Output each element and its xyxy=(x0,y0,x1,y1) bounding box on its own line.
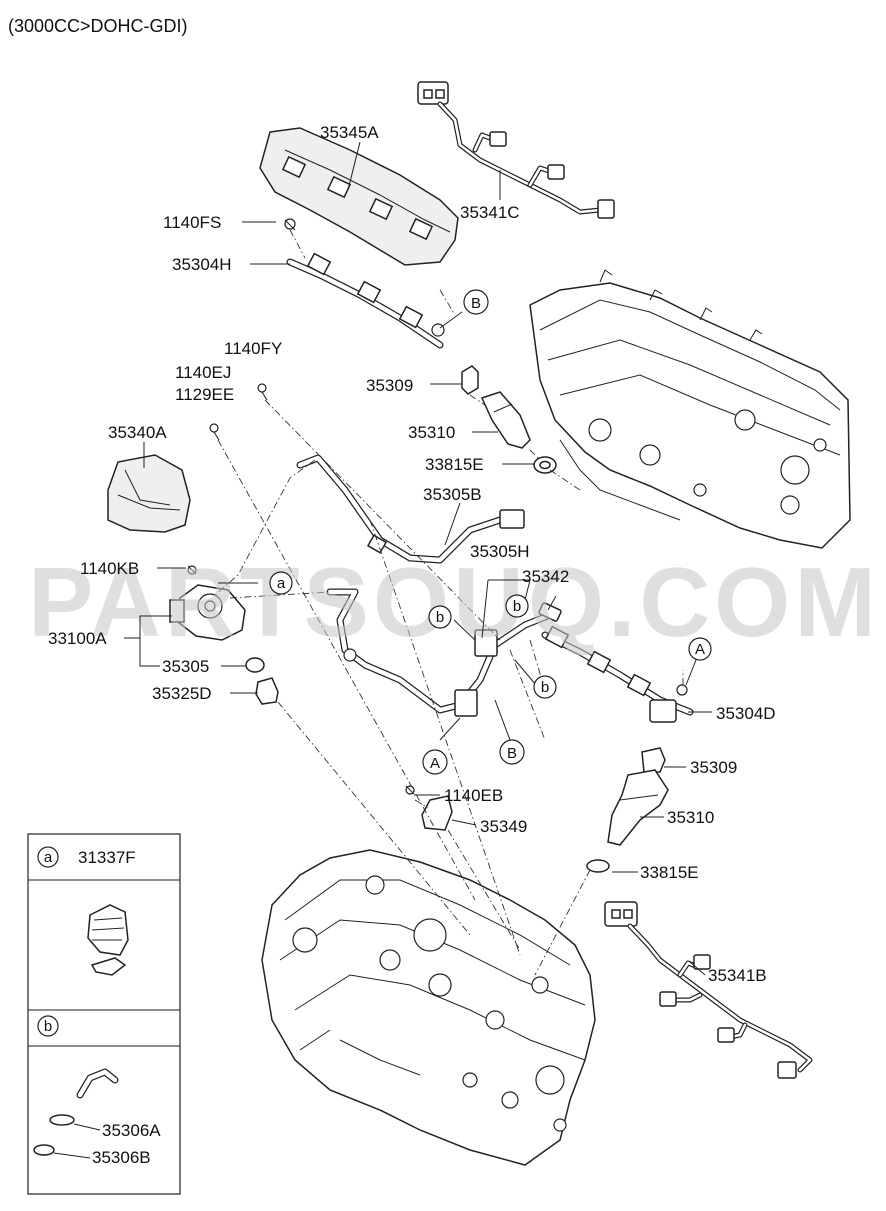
label-35304H: 35304H xyxy=(172,255,232,274)
label-35305: 35305 xyxy=(162,657,209,676)
reference-lines xyxy=(214,229,684,976)
label-35340A: 35340A xyxy=(108,423,167,442)
pipe-35305H xyxy=(326,588,554,717)
part-labels: 35345A 35341C 1140FS 35304H 1140FY 1140E… xyxy=(48,123,776,985)
callout-b-right: b xyxy=(541,679,549,696)
engine-cover-35345A xyxy=(259,127,459,266)
wiring-harness-35341C xyxy=(417,81,615,219)
bolt-1140FY xyxy=(257,383,268,401)
callout-a-pump: a xyxy=(277,575,286,592)
label-35310-bottom: 35310 xyxy=(667,808,714,827)
bolt-1129EE xyxy=(209,423,220,441)
leader-lines xyxy=(124,141,712,976)
callout-A-lower: A xyxy=(430,755,440,772)
label-35305B: 35305B xyxy=(423,485,482,504)
callout-b-upper: b xyxy=(513,598,521,615)
callout-B-top: B xyxy=(471,295,481,312)
bracket-35349 xyxy=(421,795,453,831)
label-33815E-bottom: 33815E xyxy=(640,863,699,882)
callout-A-right: A xyxy=(695,641,705,658)
legend-letter-a: a xyxy=(44,849,53,866)
label-1140FY: 1140FY xyxy=(224,339,282,358)
label-35310-top: 35310 xyxy=(408,423,455,442)
label-1140FS: 1140FS xyxy=(163,213,221,232)
clip-35309-bottom xyxy=(641,747,666,773)
callouts: B a b b b A A B xyxy=(269,289,712,775)
fitting-35342 xyxy=(538,602,562,622)
label-35349: 35349 xyxy=(480,817,527,836)
hose-clip-drawing xyxy=(33,1068,119,1156)
fuel-rail-35304H xyxy=(284,218,445,349)
wiring-harness-35341B xyxy=(604,901,813,1079)
cylinder-head-right xyxy=(529,269,851,549)
fuel-rail-35304D xyxy=(541,625,694,723)
legend-letter-b: b xyxy=(44,1018,52,1035)
label-35309-top: 35309 xyxy=(366,376,413,395)
seal-35305 xyxy=(245,657,265,673)
label-1140EJ: 1140EJ xyxy=(175,363,231,382)
watermark: PARTSOUQ.COM xyxy=(28,547,880,657)
label-1129EE: 1129EE xyxy=(175,385,234,404)
bolt-1140EB xyxy=(405,785,415,795)
pipe-35305B xyxy=(296,454,525,564)
label-35309-bottom: 35309 xyxy=(690,758,737,777)
label-1140KB: 1140KB xyxy=(80,559,139,578)
injector-35310-bottom xyxy=(607,769,669,846)
callout-b-left: b xyxy=(436,609,444,626)
label-35345A: 35345A xyxy=(320,123,379,142)
label-35305H: 35305H xyxy=(470,542,530,561)
label-35304D: 35304D xyxy=(716,704,776,723)
label-1140EB: 1140EB xyxy=(444,786,503,805)
label-33100A: 33100A xyxy=(48,629,107,648)
label-33815E-top: 33815E xyxy=(425,455,484,474)
callout-B-lower: B xyxy=(507,745,517,762)
label-35342: 35342 xyxy=(522,567,569,586)
label-35341C: 35341C xyxy=(460,203,520,222)
label-35325D: 35325D xyxy=(152,684,212,703)
legend-part-31337F: 31337F xyxy=(78,848,136,867)
o-ring-33815E-top xyxy=(533,456,557,474)
injector-35310-top xyxy=(480,391,531,449)
bracket-35325D xyxy=(255,677,279,705)
label-35341B: 35341B xyxy=(708,966,767,985)
fuel-pump-33100A xyxy=(169,565,246,641)
clip-35309-top xyxy=(461,365,479,395)
cylinder-head-left xyxy=(261,849,596,1166)
clip-31337F-drawing xyxy=(87,904,129,976)
engine-code-header: (3000CC>DOHC-GDI) xyxy=(8,16,188,36)
legend-box: a 31337F b 35306A 35306B xyxy=(27,833,181,1195)
legend-part-35306B: 35306B xyxy=(92,1148,151,1167)
cover-35340A xyxy=(107,454,191,533)
legend-part-35306A: 35306A xyxy=(102,1121,161,1140)
o-ring-33815E-bottom xyxy=(586,859,610,873)
